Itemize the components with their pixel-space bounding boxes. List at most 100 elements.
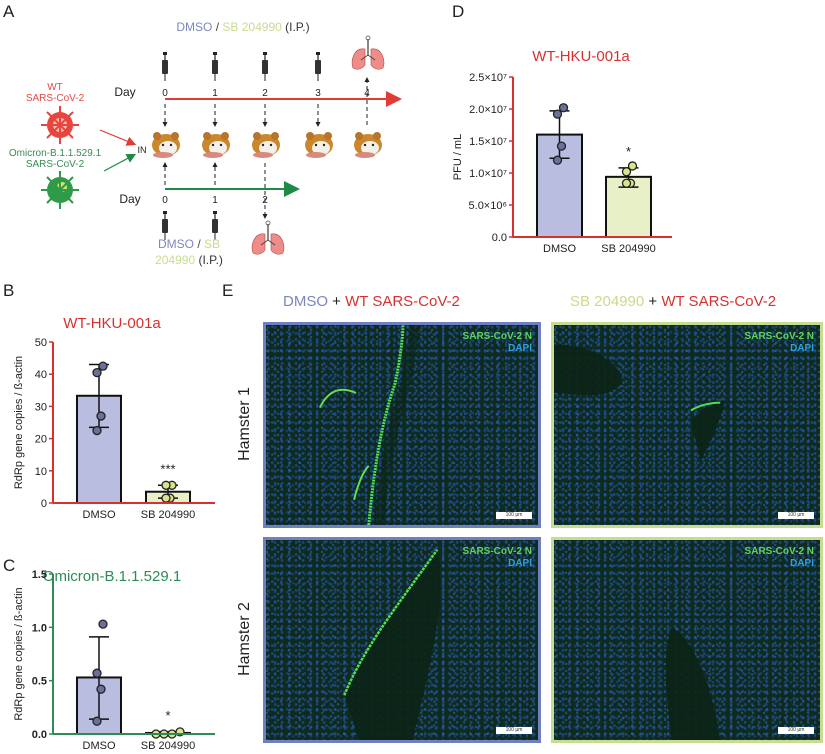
wt-virus-icon [41, 106, 79, 144]
data-point [92, 668, 102, 678]
chart-title: WT-HKU-001a [63, 315, 161, 332]
y-tick-label: 1.5×10⁷ [469, 136, 507, 148]
wt-infection-arrow [99, 129, 137, 146]
data-point [552, 109, 563, 119]
marker-label-dapi: DAPI [508, 343, 532, 354]
syringe-icon [211, 51, 219, 82]
scale-bar: 100 µm [496, 727, 532, 734]
x-tick-label: SB 204990 [141, 740, 195, 752]
omicron-label-2: SARS-CoV-2 [26, 159, 85, 170]
marker-label-dapi: DAPI [790, 558, 814, 569]
day-0-bottom: 0 [162, 195, 168, 206]
data-point [92, 367, 102, 378]
x-tick-label: DMSO [543, 243, 576, 255]
marker-label-dapi: DAPI [790, 343, 814, 354]
hamster-icon [354, 132, 382, 158]
wt-label-2: SARS-CoV-2 [26, 93, 85, 104]
plus-label: + [644, 293, 662, 310]
y-tick-label: 40 [35, 369, 47, 381]
day-2-bottom: 2 [262, 195, 268, 206]
data-point [556, 141, 567, 151]
treatment-label: SB 204990 [570, 293, 645, 310]
y-axis-label: PFU / mL [452, 134, 464, 180]
marker-label-n: SARS-CoV-2 N [744, 331, 814, 342]
y-tick-label: 1.0×10⁷ [469, 168, 507, 180]
y-tick-label: 20 [35, 434, 47, 446]
y-tick-label: 1.5 [32, 569, 47, 581]
data-point [98, 361, 108, 371]
omicron-label: Omicron-B.1.1.529.1 [9, 148, 102, 159]
y-tick-label: 2.0×10⁷ [469, 104, 507, 116]
significance-marker: * [165, 708, 170, 723]
bottom-treatment-label: DMSO / SB [158, 237, 220, 251]
chart-title: WT-HKU-001a [532, 48, 630, 65]
route-in-label: IN [138, 145, 147, 155]
row-label-hamster-1: Hamster 1 [236, 387, 253, 461]
virus-label: WT SARS-CoV-2 [661, 293, 777, 310]
scale-bar: 100 µm [778, 512, 814, 519]
top-treatment-label: DMSO / SB 204990 (I.P.) [176, 20, 309, 34]
plus-label: + [328, 293, 346, 310]
dashed-arrows [162, 77, 370, 219]
micrograph-sb-hamster-1: SARS-CoV-2 N DAPI 100 µm [551, 322, 823, 528]
syringe-icon [261, 51, 269, 82]
data-point [92, 716, 102, 726]
x-tick-label: DMSO [83, 509, 116, 521]
data-point [161, 480, 171, 490]
scale-bar: 100 µm [778, 727, 814, 734]
y-tick-label: 5.0×10⁶ [469, 200, 507, 212]
data-point [161, 493, 171, 503]
y-tick-label: 0 [41, 498, 47, 510]
micrograph-dmso-hamster-2: SARS-CoV-2 N DAPI 100 µm [263, 537, 541, 743]
data-point [98, 619, 108, 629]
day-2: 2 [262, 88, 268, 99]
omicron-infection-arrow [103, 153, 137, 172]
column-header-sb: SB 204990 + WT SARS-CoV-2 [570, 293, 776, 310]
data-point [621, 178, 632, 188]
tissue-image [665, 627, 721, 740]
micrograph-dmso-hamster-1: SARS-CoV-2 N DAPI 100 µm [263, 322, 541, 528]
panel-label-b: B [3, 281, 15, 300]
syringe-icon [314, 51, 322, 82]
y-tick-label: 2.5×10⁷ [469, 72, 507, 84]
data-point [558, 103, 569, 113]
data-point [621, 167, 632, 177]
column-header-dmso: DMSO + WT SARS-CoV-2 [283, 293, 460, 310]
wt-label: WT [47, 82, 63, 93]
marker-label-n: SARS-CoV-2 N [462, 546, 532, 557]
significance-marker: *** [160, 461, 175, 476]
y-axis-label: RdRp gene copies / ß-actin [13, 356, 25, 489]
x-tick-label: DMSO [83, 740, 116, 752]
x-tick-label: SB 204990 [601, 243, 655, 255]
day-label-top: Day [114, 85, 135, 99]
hamster-icon [305, 132, 333, 158]
treatment-label: DMSO [283, 293, 328, 310]
virus-label: WT SARS-CoV-2 [345, 293, 460, 310]
y-tick-label: 30 [35, 401, 47, 413]
row-label-hamster-2: Hamster 2 [236, 602, 253, 676]
marker-label-n: SARS-CoV-2 N [462, 331, 532, 342]
day-0: 0 [162, 88, 168, 99]
syringe-icon [161, 51, 169, 82]
y-axis-label: RdRp gene copies / ß-actin [13, 587, 25, 720]
day-1: 1 [212, 88, 218, 99]
hamster-icon [202, 132, 230, 158]
hamster-icon [252, 132, 280, 158]
micrograph-sb-hamster-2: SARS-CoV-2 N DAPI 100 µm [551, 537, 823, 743]
marker-label-n: SARS-CoV-2 N [744, 546, 814, 557]
data-point [552, 155, 563, 165]
hamster-icon [152, 132, 180, 158]
data-point [96, 684, 106, 694]
day-1-bottom: 1 [212, 195, 218, 206]
scale-bar: 100 µm [496, 512, 532, 519]
panel-label-c: C [3, 556, 16, 575]
y-tick-label: 1.0 [32, 622, 47, 634]
panel-label-e: E [222, 281, 234, 300]
data-point [92, 425, 102, 436]
y-tick-label: 50 [35, 337, 47, 349]
